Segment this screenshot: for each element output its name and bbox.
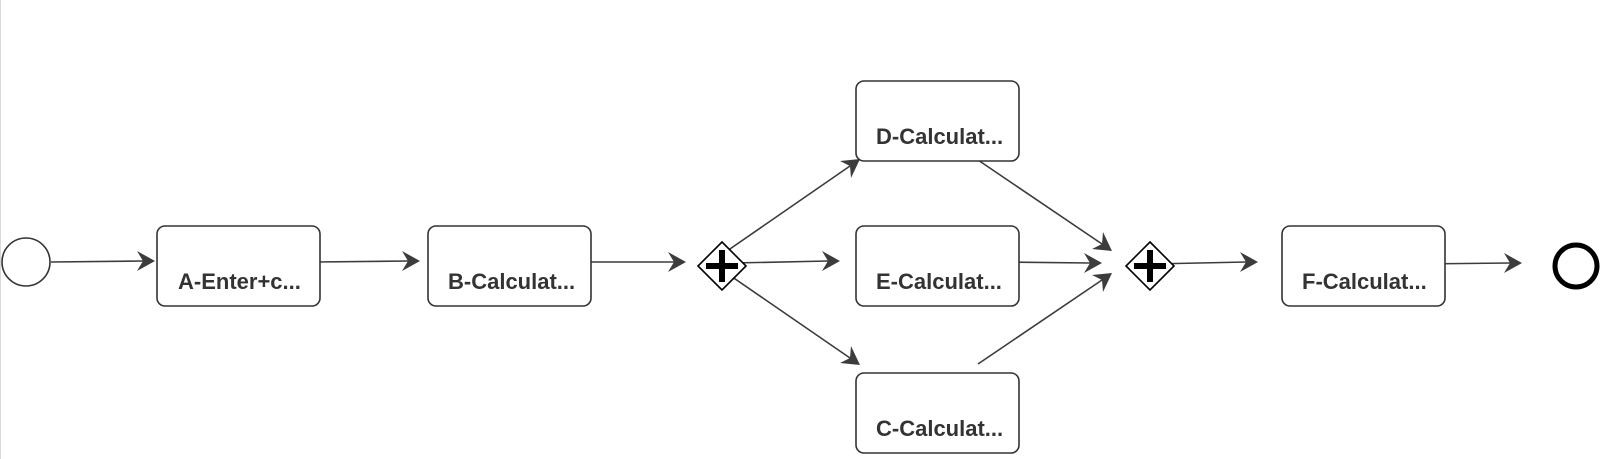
arrowhead-split-to-c [840,346,860,365]
task-b[interactable]: B-Calculat... [427,225,592,307]
parallel-gateway-split[interactable] [696,240,748,292]
arrowhead-e-to-join [1084,253,1102,273]
flow-a-to-b[interactable] [314,260,409,263]
end-event[interactable] [1552,242,1600,290]
arrowhead-split-to-d [840,159,860,178]
task-a-box[interactable] [156,225,321,307]
arrowhead-split-to-e [822,251,840,271]
flow-start-to-a[interactable] [50,260,144,263]
task-d-label: D-Calculat... [876,124,1003,149]
flow-split-to-c[interactable] [724,271,851,359]
arrowhead-join-to-f [1240,252,1258,272]
task-f-label: F-Calculat... [1302,269,1427,294]
task-f[interactable]: F-Calculat... [1281,225,1446,307]
flow-split-to-e[interactable] [732,260,829,264]
task-e-box[interactable] [855,225,1020,307]
task-a[interactable]: A-Enter+c... [156,225,321,307]
task-c[interactable]: C-Calculat... [855,372,1020,454]
arrowhead-c-to-join [1092,273,1112,292]
task-c-label: C-Calculat... [876,416,1003,441]
task-d[interactable]: D-Calculat... [855,80,1020,162]
task-e[interactable]: E-Calculat... [855,225,1020,307]
task-c-box[interactable] [855,372,1020,454]
arrowhead-a-to-b [402,251,420,271]
task-d-box[interactable] [855,80,1020,162]
flow-split-to-d[interactable] [726,165,851,252]
parallel-gateway-join[interactable] [1124,240,1176,292]
canvas-left-border [0,0,1,459]
task-e-label: E-Calculat... [876,269,1002,294]
flow-d-to-join[interactable] [977,159,1103,245]
arrowhead-d-to-join [1092,232,1112,251]
task-f-box[interactable] [1281,225,1446,307]
arrowhead-start-to-a [137,251,155,271]
task-b-box[interactable] [427,225,592,307]
start-event[interactable] [1,237,51,287]
arrowhead-b-to-split [668,252,686,272]
task-a-label: A-Enter+c... [178,269,301,294]
flow-c-to-join[interactable] [977,279,1103,365]
task-b-label: B-Calculat... [448,269,575,294]
arrowhead-f-to-end [1504,253,1522,273]
